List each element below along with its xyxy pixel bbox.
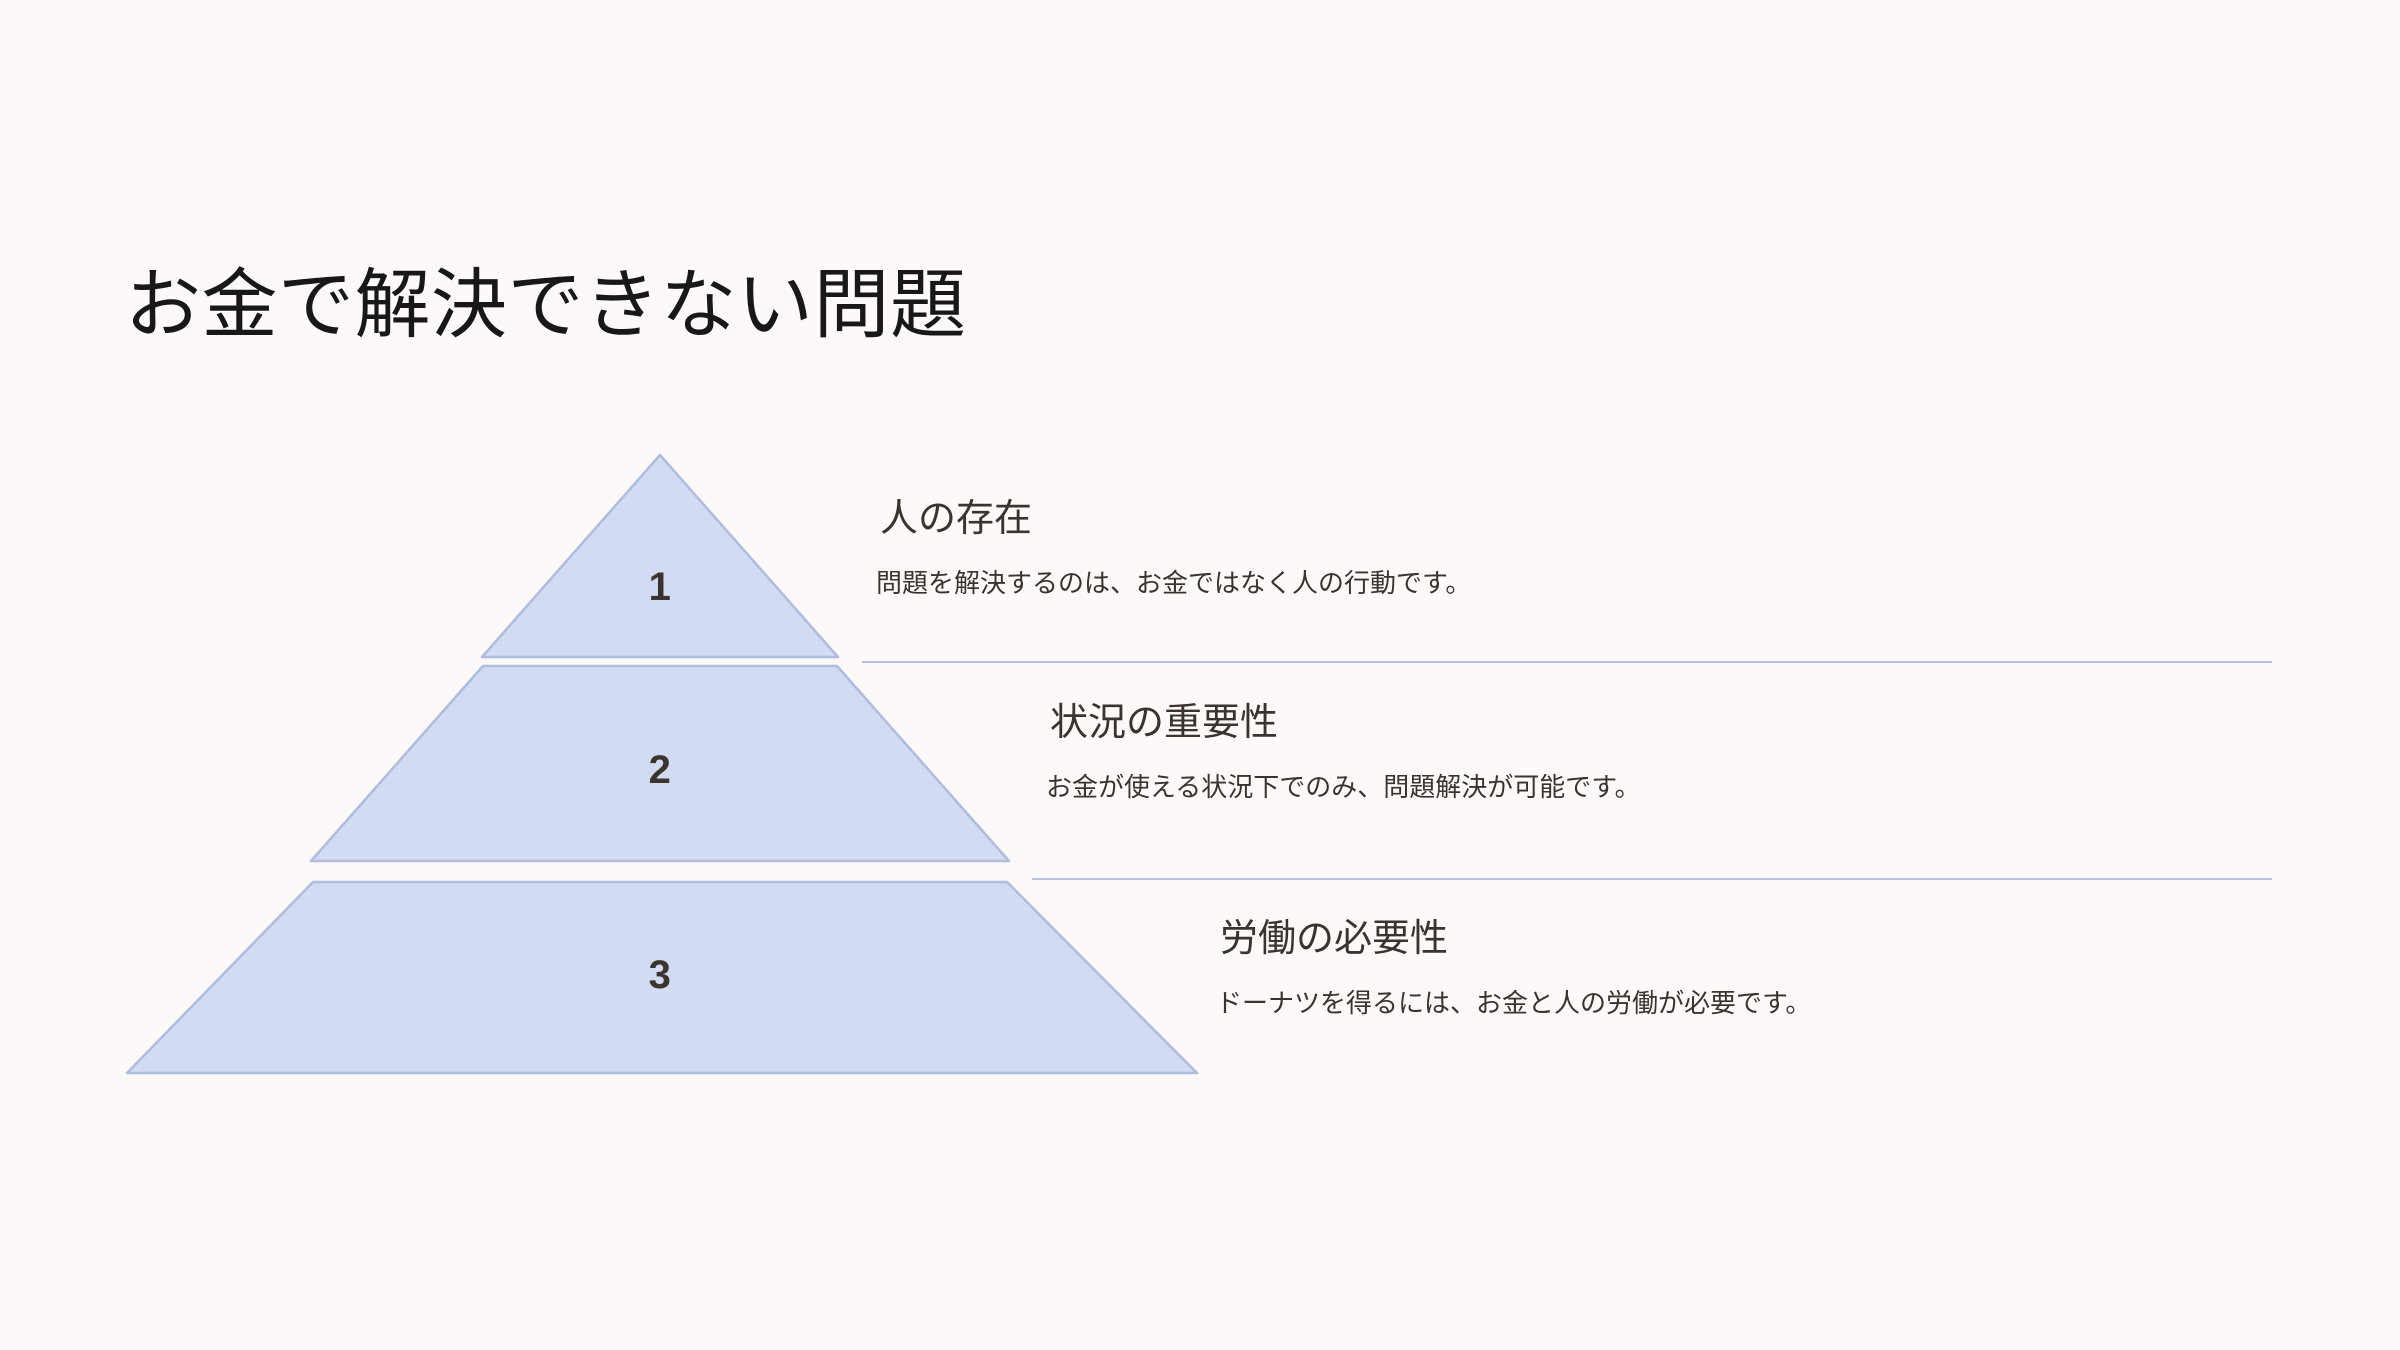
pyramid-level-2-text: 状況の重要性 お金が使える状況下でのみ、問題解決が可能です。	[1046, 700, 1641, 805]
page-title: お金で解決できない問題	[125, 263, 967, 348]
pyramid-level-1-shape[interactable]	[480, 453, 840, 659]
pyramid-level-3-number: 3	[648, 953, 672, 997]
level-1-divider-rule	[862, 661, 2272, 663]
pyramid-level-2-description: お金が使える状況下でのみ、問題解決が可能です。	[1046, 771, 1641, 802]
pyramid-level-1-number: 1	[648, 565, 672, 609]
pyramid-level-1-text: 人の存在 問題を解決するのは、お金ではなく人の行動です。	[876, 496, 1471, 601]
pyramid-level-2-heading: 状況の重要性	[1050, 702, 1279, 744]
pyramid-diagram	[125, 453, 1199, 1075]
pyramid-level-1-heading: 人の存在	[880, 498, 1033, 540]
pyramid-level-3-text: 労働の必要性 ドーナツを得るには、お金と人の労働が必要です。	[1216, 916, 1811, 1021]
pyramid-level-3-description: ドーナツを得るには、お金と人の労働が必要です。	[1216, 987, 1812, 1018]
pyramid-level-3-heading: 労働の必要性	[1220, 918, 1449, 960]
pyramid-level-2-number: 2	[648, 748, 672, 792]
level-2-divider-rule	[1032, 878, 2272, 880]
pyramid-level-1-description: 問題を解決するのは、お金ではなく人の行動です。	[876, 567, 1472, 598]
